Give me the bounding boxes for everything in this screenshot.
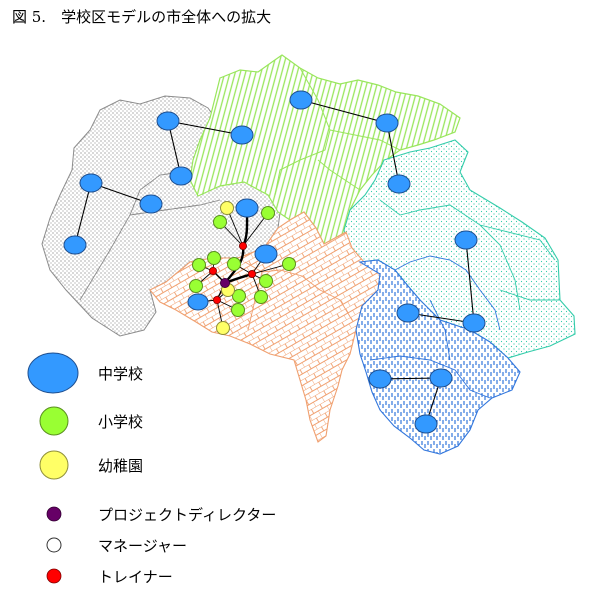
kindergarten-node [220, 201, 234, 215]
connection-line [74, 182, 92, 246]
trainer-nodes [208, 241, 256, 304]
legend-label-junior-high: 中学校 [98, 365, 143, 383]
elementary-node [213, 215, 227, 229]
trainer-node [208, 266, 217, 275]
connection-line [300, 99, 388, 124]
kindergarten-nodes [216, 201, 235, 335]
project-director-node [219, 277, 230, 288]
junior-high-node [387, 174, 411, 194]
legend-label-project-director: プロジェクトディレクター [98, 506, 276, 524]
legend-swatch-junior-high [27, 352, 79, 394]
elementary-node [227, 257, 241, 271]
junior-high-node [396, 303, 420, 323]
legend-label-kindergarten: 幼稚園 [98, 457, 143, 475]
elementary-nodes [189, 206, 296, 317]
figure-title: 図 5. 学校区モデルの市全体への拡大 [12, 8, 271, 26]
legend-label-elementary: 小学校 [98, 413, 143, 431]
elementary-node [232, 289, 246, 303]
junior-high-node [429, 368, 453, 388]
junior-high-node [187, 293, 209, 311]
junior-high-node [368, 369, 392, 389]
junior-high-node [79, 173, 103, 193]
region-green-border [274, 67, 401, 196]
junior-high-node [230, 125, 254, 145]
connection-line [167, 120, 243, 136]
elementary-node [189, 279, 203, 293]
junior-high-node [414, 414, 438, 434]
trainer-node [247, 269, 256, 278]
junior-high-node [289, 90, 313, 110]
region-orange [149, 211, 381, 443]
trainer-node [212, 295, 221, 304]
connection-line [386, 122, 400, 185]
junior-high-node [63, 235, 87, 255]
legend-swatch-manager [46, 537, 62, 553]
region-blue-border [369, 255, 501, 399]
legend-label-trainer: トレイナー [98, 568, 173, 586]
junior-high-nodes [63, 90, 486, 434]
region-teal-border [379, 199, 560, 311]
elementary-node [192, 258, 206, 272]
elementary-node [259, 274, 273, 288]
elementary-node [254, 290, 268, 304]
elementary-node [282, 257, 296, 271]
elementary-node [231, 303, 245, 317]
junior-high-node [169, 166, 193, 186]
region-blue [355, 259, 521, 455]
junior-high-node [254, 244, 278, 264]
legend: 中学校 小学校 幼稚園 プロジェクトディレクター マネージャー トレイナー [27, 352, 276, 586]
junior-high-node [375, 113, 399, 133]
junior-high-node [454, 230, 478, 250]
elementary-node [207, 251, 221, 265]
kindergarten-node [216, 321, 230, 335]
legend-label-manager: マネージャー [98, 537, 187, 555]
connection-line [465, 239, 475, 324]
junior-high-node [139, 194, 163, 214]
legend-swatch-project-director [46, 506, 62, 522]
legend-swatch-kindergarten [39, 450, 69, 480]
map-regions [41, 54, 576, 455]
junior-high-node [235, 198, 259, 218]
legend-swatch-elementary [39, 406, 69, 436]
trainer-node [238, 241, 247, 250]
elementary-node [261, 206, 275, 220]
junior-high-node [156, 111, 180, 131]
junior-high-node [462, 313, 486, 333]
legend-swatch-trainer [46, 568, 62, 584]
